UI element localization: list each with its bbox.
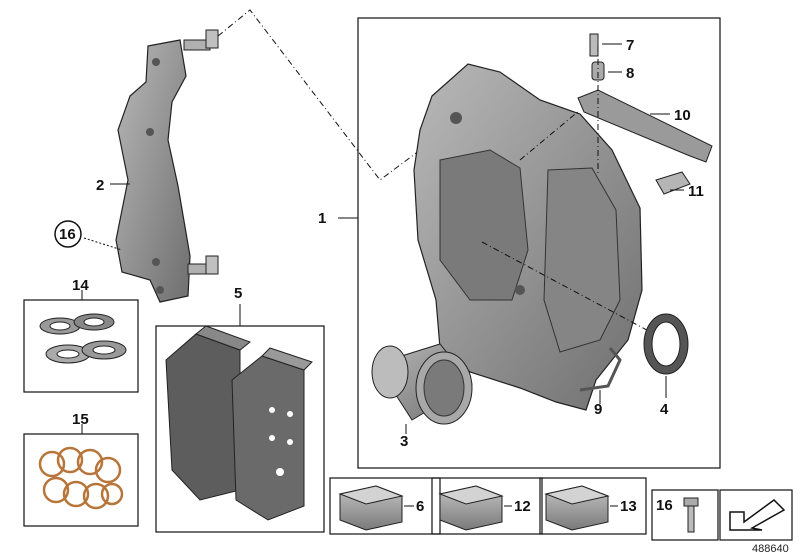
leader-16: [83, 237, 123, 251]
callout-16-circle: [54, 220, 82, 248]
bleeder-valve-illustration[interactable]: [589, 33, 599, 57]
bolt-16-box: [651, 489, 719, 541]
callout-5: 5: [234, 285, 242, 302]
callout-8: 8: [626, 65, 634, 82]
washer-set-illustration[interactable]: [39, 313, 127, 364]
brake-pads-illustration[interactable]: [165, 325, 313, 521]
callout-14: 14: [72, 277, 89, 294]
diagram-number: 488640: [752, 543, 789, 555]
caliper-assembly-box: [357, 17, 721, 469]
guide-pin-illustration[interactable]: [655, 171, 691, 195]
repair-kit-6-illustration[interactable]: [338, 485, 404, 531]
repair-kit-12-illustration[interactable]: [438, 485, 504, 531]
seal-ring-illustration[interactable]: [643, 313, 689, 375]
orientation-arrow-icon: [729, 499, 786, 531]
callout-16-footer: 16: [656, 497, 673, 514]
callout-2: 2: [96, 177, 104, 194]
callout-12: 12: [514, 498, 531, 515]
callout-13: 13: [620, 498, 637, 515]
callout-10: 10: [674, 107, 691, 124]
callout-6: 6: [416, 498, 424, 515]
caliper-housing-illustration[interactable]: [413, 63, 643, 411]
callout-7: 7: [626, 37, 634, 54]
callout-4: 4: [660, 401, 669, 418]
symbol-box: [719, 489, 793, 541]
brake-line-illustration[interactable]: [579, 347, 622, 392]
callout-1: 1: [318, 210, 326, 227]
callout-11: 11: [688, 183, 704, 200]
repair-kit-13-illustration[interactable]: [544, 485, 610, 531]
leader-plate: [519, 109, 581, 161]
copper-rings-box: [23, 433, 139, 527]
copper-rings-illustration[interactable]: [38, 446, 124, 510]
callout-3: 3: [400, 433, 408, 450]
kit-12-box: [431, 477, 543, 535]
hex-bolt-illustration[interactable]: [683, 497, 699, 533]
piston-illustration[interactable]: [371, 343, 473, 425]
washer-set-box: [23, 299, 139, 393]
carrier-bracket-illustration[interactable]: [115, 29, 219, 303]
callout-9: 9: [594, 401, 602, 418]
callout-15: 15: [72, 411, 89, 428]
kit-13-box: [539, 477, 647, 535]
callout-16: 16: [59, 226, 76, 243]
